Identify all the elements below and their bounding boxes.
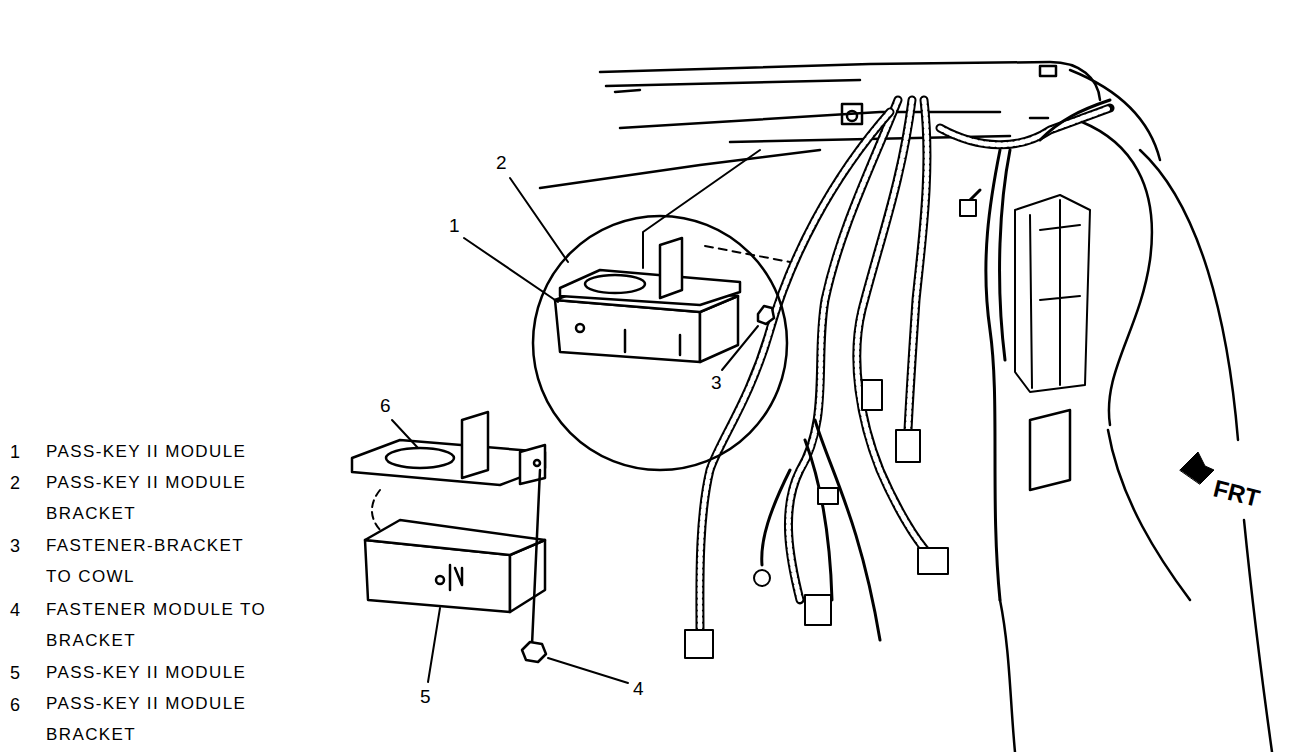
key-number: 1 bbox=[10, 437, 20, 467]
detail-pointer bbox=[705, 246, 790, 262]
front-arrow bbox=[1180, 452, 1214, 484]
direction-label: FRT bbox=[1211, 475, 1263, 512]
harness-connectors bbox=[685, 195, 1090, 658]
key-number: 2 bbox=[10, 468, 20, 498]
callout-number: 5 bbox=[420, 686, 431, 708]
dashed-guide bbox=[372, 490, 382, 532]
key-number: 4 bbox=[10, 595, 20, 625]
part-name: FASTENER-BRACKET TO COWL bbox=[46, 530, 274, 592]
callout-number: 3 bbox=[711, 372, 722, 394]
pass-key-bracket bbox=[352, 412, 545, 485]
part-name: PASS-KEY II MODULE bbox=[46, 657, 316, 688]
wiring-harness bbox=[700, 100, 1110, 640]
cowl-outline bbox=[540, 62, 1272, 752]
fastener-bolt bbox=[522, 470, 546, 662]
part-name: PASS-KEY II MODULE BRACKET bbox=[46, 467, 316, 529]
callout-number: 4 bbox=[633, 678, 644, 700]
part-name: PASS-KEY II MODULE bbox=[46, 436, 316, 467]
pass-key-module-installed bbox=[555, 238, 774, 362]
key-number: 5 bbox=[10, 658, 20, 688]
pass-key-module bbox=[365, 520, 545, 612]
callout-number: 6 bbox=[380, 395, 391, 417]
part-name: FASTENER MODULE TO BRACKET bbox=[46, 594, 331, 656]
leader-line bbox=[392, 178, 758, 683]
part-name: PASS-KEY II MODULE BRACKET bbox=[46, 688, 316, 750]
key-number: 3 bbox=[10, 531, 20, 561]
callout-number: 1 bbox=[449, 215, 460, 237]
callout-number: 2 bbox=[496, 152, 507, 174]
key-number: 6 bbox=[10, 690, 20, 720]
